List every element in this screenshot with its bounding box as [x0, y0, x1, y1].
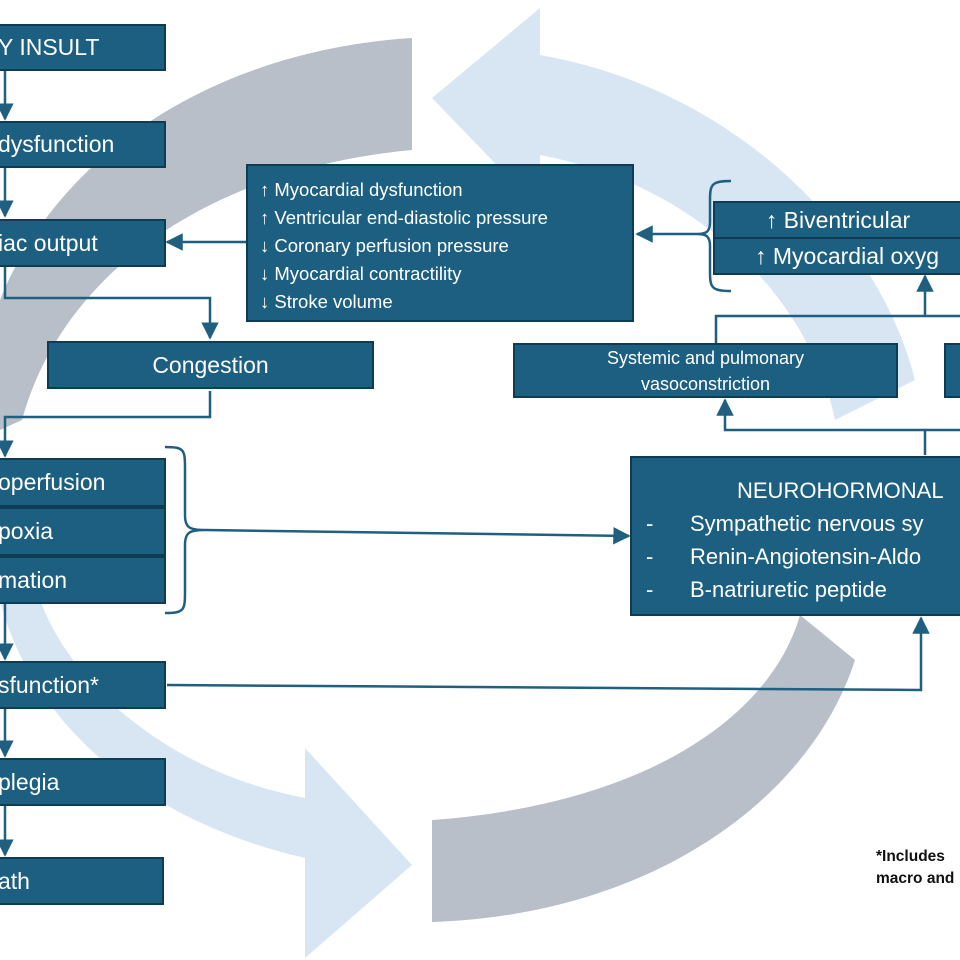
neuro-item: - B-natriuretic peptide	[632, 573, 960, 606]
neuro-dash: -	[646, 511, 654, 536]
organ-dysfunction-box: sfunction*	[0, 661, 166, 709]
footnote-line-2: macro and	[876, 870, 955, 887]
neuro-item-label: B-natriuretic peptide	[690, 577, 887, 602]
congestion-label: Congestion	[152, 351, 269, 378]
effect-item: ↓ Stroke volume	[260, 291, 393, 312]
hypoperfusion-box: operfusion	[0, 458, 166, 507]
neuro-dash: -	[646, 577, 654, 602]
neuro-item-label: Renin-Angiotensin-Aldo	[690, 544, 922, 569]
vasoconstriction-box: Systemic and pulmonary vasoconstriction	[513, 343, 898, 398]
biventricular-box: ↑ Biventricular	[713, 201, 960, 239]
neurohormonal-title: NEUROHORMONAL	[737, 478, 944, 503]
inflammation-label: mation	[0, 566, 68, 593]
insult-box: Y INSULT	[0, 24, 166, 71]
cardiac-output-box: iac output	[0, 219, 166, 267]
myocardial-effects-box: ↑ Myocardial dysfunction ↑ Ventricular e…	[246, 164, 634, 322]
cycle-arrow-grey-upper	[0, 38, 412, 430]
effect-item: ↓ Myocardial contractility	[260, 263, 462, 284]
plegia-label: plegia	[0, 768, 60, 795]
vaso-sibling-box-edge	[944, 343, 960, 398]
dysfunction-label: dysfunction	[0, 131, 115, 157]
inflammation-box: mation	[0, 556, 166, 604]
vasoconstriction-label: Systemic and pulmonary vasoconstriction	[606, 347, 805, 394]
myocardial-oxygen-label: ↑ Myocardial oxyg	[755, 242, 940, 269]
neuro-item: - Sympathetic nervous sy	[632, 507, 960, 540]
cycle-arrow-light-lower	[0, 600, 412, 958]
effect-item: ↓ Coronary perfusion pressure	[260, 235, 509, 256]
footnote-line-1: *Includes	[876, 848, 945, 865]
hypoxia-box: poxia	[0, 507, 166, 556]
biventricular-label: ↑ Biventricular	[765, 206, 911, 233]
cardiac-output-label: iac output	[0, 229, 98, 256]
neuro-item-label: Sympathetic nervous sy	[690, 511, 924, 536]
congestion-box: Congestion	[47, 341, 374, 389]
cycle-arrow-grey-lower	[432, 615, 855, 922]
effect-item: ↑ Ventricular end-diastolic pressure	[260, 207, 548, 228]
hypoperfusion-label: operfusion	[0, 469, 106, 495]
dysfunction-box: dysfunction	[0, 121, 166, 168]
effect-item: ↑ Myocardial dysfunction	[260, 179, 463, 200]
death-box: ath	[0, 857, 164, 905]
neurohormonal-box: NEUROHORMONAL - Sympathetic nervous sy - R…	[630, 456, 960, 616]
hypoxia-label: poxia	[0, 518, 53, 544]
death-label: ath	[0, 867, 30, 894]
plegia-box: plegia	[0, 758, 166, 806]
footnote: *Includes macro and	[876, 846, 954, 890]
organ-dysfunction-label: sfunction*	[0, 671, 100, 698]
neuro-dash: -	[646, 544, 654, 569]
neuro-item: - Renin-Angiotensin-Aldo	[632, 540, 960, 573]
myocardial-oxygen-box: ↑ Myocardial oxyg	[713, 237, 960, 275]
insult-label: Y INSULT	[0, 34, 100, 60]
